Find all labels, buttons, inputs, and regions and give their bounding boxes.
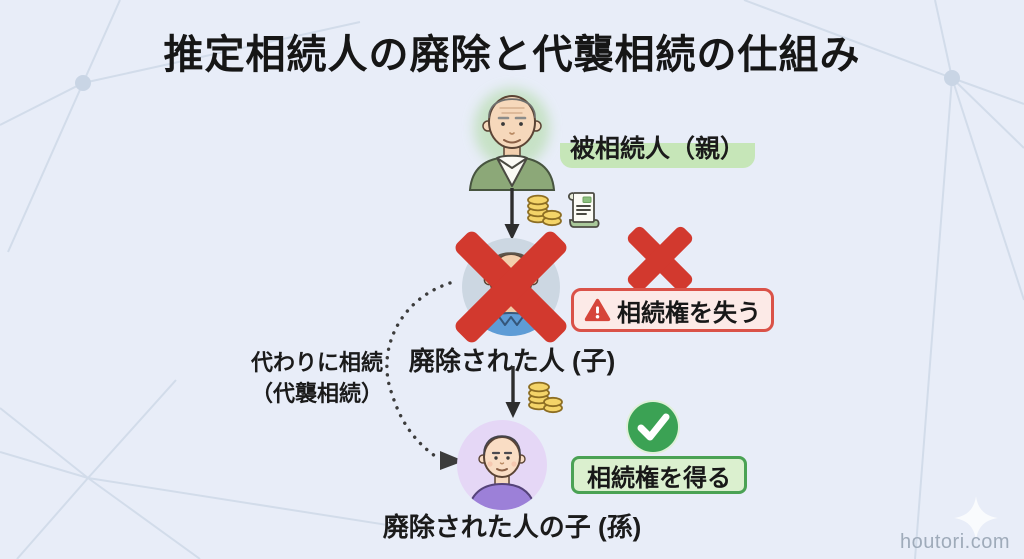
substitute-inheritance-arc [385,281,464,470]
parent-avatar [468,88,556,191]
lose-rights-box: 相続権を失う [571,288,774,332]
watermark: houtori.com [900,531,1010,553]
page-title: 推定相続人の廃除と代襲相続の仕組み [163,33,861,77]
child-avatar-crossed-out [455,231,567,343]
parent-label: 被相続人（親） [560,128,756,168]
substitute-inheritance-label: 代わりに相続 （代襲相続） [230,348,404,410]
gain-rights-label: 相続権を得る [587,464,731,492]
will-document-icon [567,192,600,228]
lose-rights-label: 相続権を失う [617,299,761,327]
red-cross-overlay-icon [455,231,567,343]
check-circle-icon [626,400,680,454]
coins-icon [528,381,563,414]
warning-triangle-icon [584,298,611,321]
red-x-icon [627,226,693,292]
coins-icon [527,194,562,227]
grandchild-label: 廃除された人の子 (孫) [382,512,642,542]
sparkle-icon [954,496,998,540]
substitute-line2: （代襲相続） [250,380,383,406]
substitute-line1: 代わりに相続 [250,350,383,375]
down-arrow-icon [505,366,521,418]
gain-rights-box: 相続権を得る [571,456,747,494]
grandchild-avatar [457,420,547,510]
down-arrow-icon [504,188,520,240]
